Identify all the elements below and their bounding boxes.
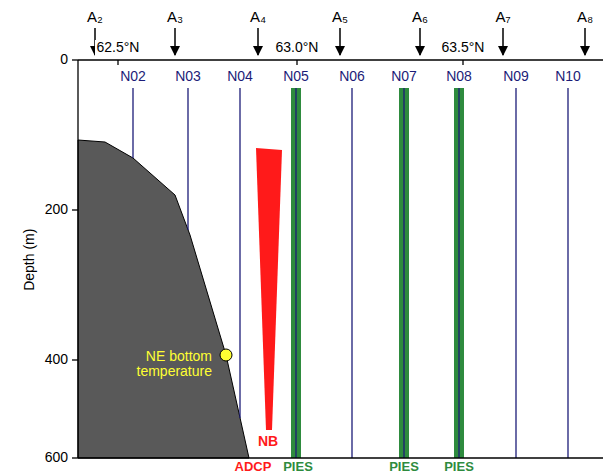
bathymetry-slope — [78, 140, 249, 458]
instrument-label: PIES — [283, 460, 313, 474]
temperature-sensor — [220, 349, 232, 361]
section-arrow — [419, 28, 421, 55]
station-line — [239, 88, 240, 418]
section-name: A₂ — [87, 9, 103, 26]
latitude-label: 63.0°N — [274, 40, 321, 55]
top-axis — [78, 59, 603, 60]
depth-tick-label: 400 — [45, 352, 68, 367]
bottom-axis — [78, 457, 603, 458]
station-label: N05 — [283, 69, 309, 84]
station-line — [403, 88, 404, 458]
station-line — [567, 88, 568, 458]
depth-tick-label: 600 — [45, 450, 68, 465]
pies-band — [399, 88, 409, 458]
station-line — [132, 88, 133, 158]
depth-tick-label: 200 — [45, 202, 68, 217]
tick — [72, 59, 78, 60]
tick — [296, 60, 297, 65]
sensor-label: NE bottom temperature — [116, 349, 212, 380]
tick — [462, 60, 463, 65]
section-arrow — [257, 28, 259, 55]
section-name: A₅ — [332, 9, 348, 26]
section-arrow — [584, 28, 586, 55]
section-name: A₃ — [167, 9, 183, 26]
instrument-label: NB — [258, 434, 278, 449]
pies-bands — [291, 88, 464, 458]
station-label: N10 — [555, 69, 581, 84]
section-name: A₈ — [577, 9, 593, 26]
pies-band — [291, 88, 301, 458]
station-line — [187, 88, 188, 230]
depth-axis — [77, 60, 78, 458]
instrument-label: PIES — [444, 460, 474, 474]
instrument-label: ADCP — [235, 460, 272, 474]
depth-tick-label: 0 — [60, 52, 68, 67]
section-name: A₆ — [412, 9, 428, 26]
axes — [72, 60, 603, 458]
instrument-label: PIES — [389, 460, 419, 474]
tick — [72, 457, 78, 458]
station-line — [458, 88, 459, 458]
tick — [117, 60, 118, 65]
station-label: N08 — [446, 69, 472, 84]
station-line — [295, 88, 296, 458]
station-label: N02 — [120, 69, 146, 84]
section-name: A₇ — [495, 9, 510, 26]
tick — [72, 359, 78, 360]
section-arrow — [339, 28, 341, 55]
latitude-label: 63.5°N — [440, 40, 487, 55]
section-name: A₄ — [250, 9, 266, 26]
section-arrow — [502, 28, 504, 55]
station-line — [515, 88, 516, 458]
station-label: N04 — [227, 69, 253, 84]
station-line — [351, 88, 352, 458]
adcp-beam — [256, 148, 282, 430]
station-label: N09 — [503, 69, 529, 84]
station-lines — [133, 88, 568, 458]
tick — [72, 209, 78, 210]
pies-band — [454, 88, 464, 458]
axis-title: Depth (m) — [22, 229, 37, 291]
station-label: N07 — [391, 69, 417, 84]
station-label: N06 — [339, 69, 365, 84]
section-arrow — [174, 28, 176, 55]
latitude-label: 62.5°N — [95, 40, 142, 55]
section-arrows — [95, 28, 585, 55]
station-label: N03 — [175, 69, 201, 84]
